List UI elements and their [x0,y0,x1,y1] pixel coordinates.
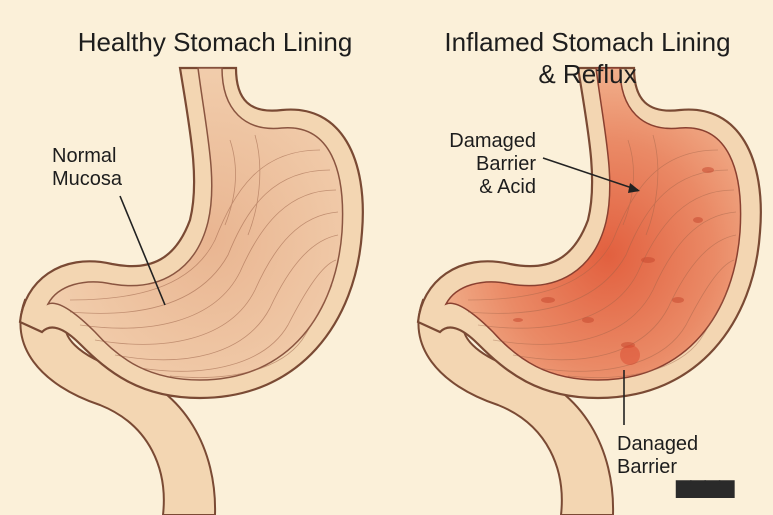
inflamed-title: Inflamed Stomach Lining & Reflux [444,27,731,89]
damaged-barrier-label: Danaged Barrier [617,433,699,478]
normal-mucosa-pointer [119,195,166,306]
normal-mucosa-label: Normal Mucosa [52,145,123,190]
damaged-barrier-acid-pointer [542,157,639,191]
healthy-stomach [18,66,364,515]
damaged-barrier-acid-label: Damaged Barrier & Acid [449,130,536,198]
watermark-logo: ▆▆▆▆ [676,474,735,498]
inflamed-stomach [416,66,762,515]
healthy-title: Healthy Stomach Lining [77,27,353,57]
